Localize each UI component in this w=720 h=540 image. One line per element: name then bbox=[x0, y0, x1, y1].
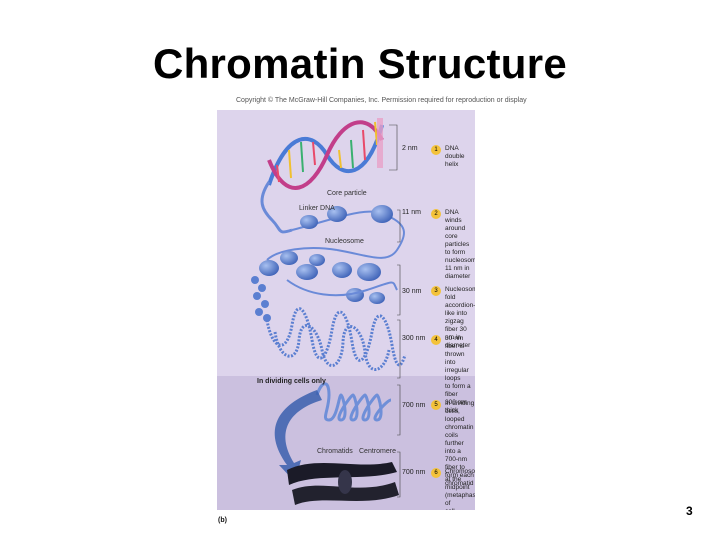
copyright-notice: Copyright © The McGraw-Hill Companies, I… bbox=[236, 97, 527, 104]
step-description-6: Chromosome at the midpoint (metaphase) o… bbox=[445, 468, 475, 510]
label-nucleosome: Nucleosome bbox=[325, 238, 364, 245]
size-label-step-6: 700 nm bbox=[402, 469, 426, 476]
step-badge-6: 6 bbox=[431, 468, 441, 478]
size-brackets bbox=[389, 124, 401, 498]
label-chromatids: Chromatids bbox=[317, 448, 353, 455]
chromatin-illustration bbox=[251, 118, 407, 505]
size-label-step-3: 30 nm bbox=[402, 288, 422, 295]
page-number: 3 bbox=[686, 504, 693, 518]
label-centromere: Centromere bbox=[359, 448, 396, 455]
step-description-4: 30-nm fiber is thrown into irregular loo… bbox=[445, 335, 471, 414]
linker-dna-strand bbox=[260, 181, 293, 234]
step-badge-2: 2 bbox=[431, 209, 441, 219]
size-label-step-5: 700 nm bbox=[402, 402, 426, 409]
three-hundred-nm-fiber bbox=[265, 307, 407, 371]
label-dividing-cells-only: In dividing cells only bbox=[257, 378, 326, 385]
step-badge-5: 5 bbox=[431, 400, 441, 410]
transition-arrow bbox=[274, 390, 322, 482]
chromatin-figure: Core particle Linker DNA Nucleosome In d… bbox=[217, 110, 475, 510]
step-badge-3: 3 bbox=[431, 286, 441, 296]
size-label-step-1: 2 nm bbox=[402, 145, 418, 152]
step-description-5: In dividing cells, looped chromatin coil… bbox=[445, 400, 475, 487]
slide-title: Chromatin Structure bbox=[152, 40, 568, 87]
label-linker-dna: Linker DNA bbox=[299, 205, 335, 212]
size-label-step-4: 300 nm bbox=[402, 335, 426, 342]
step-badge-4: 4 bbox=[431, 335, 441, 345]
step-badge-1: 1 bbox=[431, 145, 441, 155]
dna-double-helix bbox=[267, 118, 384, 190]
thirty-nm-fiber bbox=[251, 247, 398, 322]
panel-tag: (b) bbox=[218, 517, 227, 524]
metaphase-chromosome bbox=[287, 462, 399, 505]
seven-hundred-nm-coil bbox=[315, 382, 392, 422]
step-description-1: DNA double helix bbox=[445, 145, 465, 168]
step-description-3: Nucleosomes fold accordion- like into zi… bbox=[445, 286, 475, 349]
label-core-particle: Core particle bbox=[327, 190, 367, 197]
size-label-step-2: 11 nm bbox=[402, 209, 421, 216]
step-description-2: DNA winds around core particles to form … bbox=[445, 209, 475, 280]
nucleosome-string bbox=[291, 205, 405, 259]
